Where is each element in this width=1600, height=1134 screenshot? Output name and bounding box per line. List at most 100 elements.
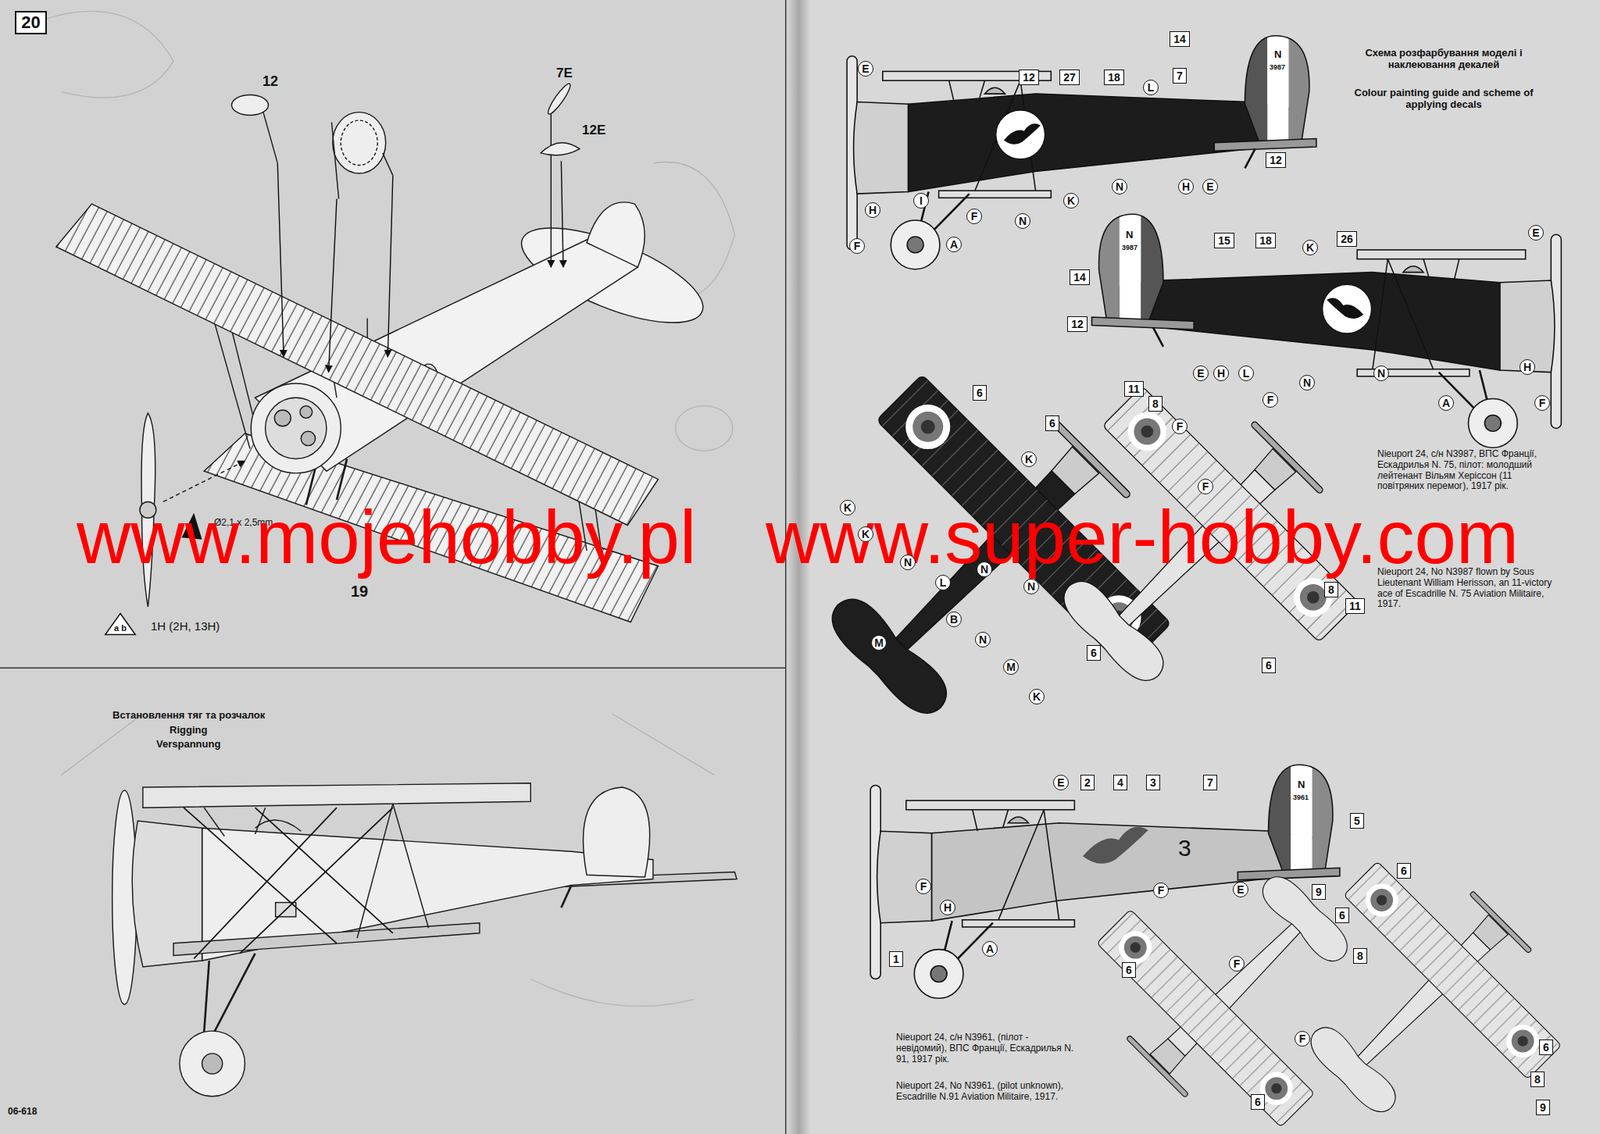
callout-number: 27 [1059,69,1080,86]
node-text: K [1032,691,1041,703]
callout-number: 9 [1535,1100,1550,1116]
node-text: 26 [1340,233,1354,245]
callout-number: 6 [1045,415,1060,432]
callout-letter: K [1028,689,1045,705]
callout-letter: N [1299,375,1315,391]
callout-letter: N [900,554,916,571]
callout-number: 6 [1539,1039,1554,1056]
node-text: H [1523,361,1532,373]
callout-letter: F [1228,956,1245,972]
callout-number: 12 [1018,69,1040,86]
callout-number: 6 [1086,645,1101,661]
callout-number: 6 [1121,962,1136,979]
callout-letter: K [857,526,874,543]
scheme-caption: Nieuport 24, с/н N3987, ВПС Франції, Еск… [1377,449,1561,493]
callout-letter: N [976,561,993,578]
node-text: K [1067,195,1075,207]
callout-letter: B [946,611,962,628]
callout-number: 6 [1250,1094,1265,1111]
assembly-step-drawing [0,0,786,1134]
node-text: N [980,564,989,575]
callout-letter: K [1021,451,1037,468]
node-text: 6 [1265,660,1272,672]
callout-letter: F [1197,478,1214,495]
serial-marking: N [1274,49,1282,61]
callout-letter: K [1302,239,1318,256]
node-text: b [121,624,127,633]
node-text: K [843,502,852,514]
callout-letter: E [1202,178,1218,195]
node-text: F [853,240,861,252]
callout-letter: E [1053,775,1069,791]
scheme-caption: Nieuport 24, No N3961, (pilot unknown), … [896,1081,1080,1104]
callout-number: 3 [1146,775,1161,791]
part-number: 12 [262,73,279,90]
callout-number: 26 [1336,231,1358,247]
callout-letter: F [1171,418,1188,435]
node-text: N [903,557,912,568]
callout-number: 14 [1069,269,1090,286]
callout-letter: F [1153,882,1169,899]
callout-letter: F [966,208,983,225]
section-heading: Rigging [169,725,208,737]
callout-number: 11 [1345,598,1365,615]
node-text: F [971,210,979,222]
node-text: F [1202,481,1210,493]
node-text: 15 [1217,235,1231,247]
node-text: 6 [1542,1042,1550,1054]
node-text: F [1299,1033,1307,1045]
node-text: F [1539,397,1547,409]
callout-letter: E [1528,225,1544,241]
part-number: 12E [582,122,606,139]
scheme-caption: Nieuport 24, с/н N3961, (пілот - невідом… [896,1032,1080,1065]
heading-english: Colour painting guide and scheme of appl… [1350,87,1538,111]
node-text: 14 [1073,271,1086,283]
callout-letter: N [1373,365,1390,382]
node-text: 6 [1400,865,1408,877]
serial-marking: 3987 [1269,63,1286,72]
node-text: 6 [1090,647,1097,659]
callout-letter: H [939,900,956,916]
node-text: L [1242,367,1250,379]
node-text: H [1217,367,1225,379]
node-text: 8 [1152,398,1159,410]
section-heading: Verspannung [156,739,221,751]
node-text: 4 [1117,777,1124,789]
node-text: E [1206,181,1214,193]
callout-letter: E [1192,365,1209,382]
node-text: H [943,902,952,914]
node-text: F [1233,958,1241,970]
callout-letter: E [857,60,874,77]
serial-marking: 3961 [1292,793,1309,802]
node-text: N [1018,215,1027,227]
callout-letter: N [1023,578,1040,595]
node-text: 20 [21,14,40,32]
node-text: N [1115,181,1124,193]
node-text: 6 [976,387,983,399]
node-text: 18 [1259,235,1272,247]
node-text: 6 [1339,910,1346,922]
callout-letter: M [1003,659,1019,675]
serial-marking: N [1125,229,1133,242]
callout-number: 11 [1124,381,1144,397]
callout-number: 2 [1080,775,1095,791]
node-text: L [939,577,947,589]
node-text: 6 [1254,1096,1261,1108]
node-text: 12 [1071,318,1084,330]
node-text: 7 [1176,70,1183,82]
node-text: M [1006,661,1016,673]
callout-letter: L [1142,79,1159,96]
callout-letter: K [839,500,856,516]
node-text: K [1025,453,1033,465]
callout-letter: L [1238,365,1254,382]
node-text: E [1196,367,1204,379]
triangle-outline [104,613,136,636]
serial-marking: N [1297,779,1305,792]
node-text: B [950,614,958,625]
part-number: 7E [556,65,573,82]
node-text: M [874,637,884,649]
fuselage-number: 3 [1178,835,1192,863]
callout-letter: H [864,202,881,218]
node-text: E [1532,227,1540,239]
